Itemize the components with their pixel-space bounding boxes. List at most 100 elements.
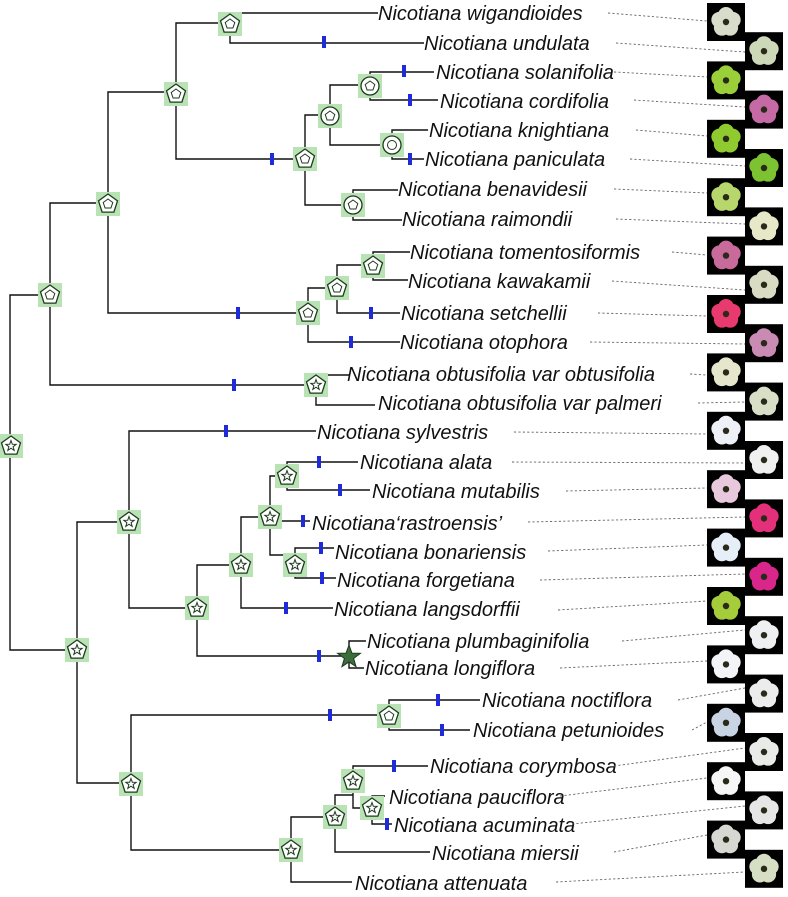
flower-center (722, 661, 730, 668)
branch (107, 91, 176, 203)
flower-thumbnail (745, 324, 783, 363)
branch (76, 521, 129, 650)
circle-icon (340, 192, 366, 218)
change-tick (270, 153, 274, 165)
petal (749, 800, 766, 817)
change-tick (369, 307, 373, 319)
change-tick (320, 572, 324, 584)
leader-line (565, 487, 708, 492)
change-tick (408, 94, 412, 106)
leader-line (607, 12, 708, 22)
branch (9, 294, 50, 445)
leader-line (597, 312, 708, 317)
flower-thumbnail (707, 353, 745, 392)
branch (240, 565, 333, 609)
change-tick (436, 694, 440, 706)
pentagon-icon (322, 804, 348, 830)
petal (711, 829, 728, 846)
flower-center (760, 106, 768, 113)
leader-line (555, 871, 746, 883)
petal (711, 187, 728, 204)
flower-thumbnail (707, 119, 745, 158)
petal (711, 479, 728, 496)
change-ticks (224, 36, 444, 830)
flower-center (760, 573, 768, 580)
leader-lines (511, 12, 746, 883)
pentagon-icon (324, 275, 350, 301)
leader-line (691, 721, 708, 731)
change-tick (322, 36, 326, 48)
taxon-label: Nicotiana wigandioides (378, 3, 583, 25)
branch (128, 430, 316, 522)
branch (128, 522, 197, 609)
petal (749, 157, 766, 174)
flower-thumbnail (745, 557, 783, 596)
pentagon-icon (376, 703, 402, 729)
flower-thumbnail (745, 149, 783, 187)
flower-center (722, 544, 730, 551)
branch (229, 12, 378, 23)
flower-thumbnails (707, 3, 783, 888)
taxon-label: Nicotiana obtusifolia var palmeri (378, 393, 662, 415)
branch (175, 22, 230, 92)
taxon-label: Nicotiana setchellii (401, 303, 567, 325)
change-tick (402, 65, 406, 77)
flower-center (722, 252, 730, 259)
pentagon-icon (282, 552, 308, 578)
branch (307, 313, 400, 343)
change-tick (338, 484, 342, 496)
change-tick (328, 709, 332, 721)
leader-line (589, 341, 746, 345)
branch (196, 608, 349, 657)
petal (749, 683, 766, 700)
pentagon-icon (292, 146, 318, 172)
flower-center (722, 310, 730, 318)
branch (388, 715, 470, 731)
pentagon-icon (184, 595, 210, 621)
flower-thumbnail (707, 61, 745, 100)
leader-line (635, 129, 708, 137)
flower-center (722, 602, 730, 610)
taxon-label: Nicotiana solanifolia (436, 62, 614, 84)
flower-center (760, 456, 768, 464)
taxon-label: Nicotiana‘rastroensis’ (312, 513, 503, 535)
petal (749, 566, 766, 583)
flower-center (722, 369, 730, 376)
flower-center (760, 281, 768, 288)
taxon-labels: Nicotiana wigandioides Nicotiana undulat… (312, 3, 664, 895)
leader-line (559, 777, 708, 797)
pentagon-icon (340, 768, 366, 794)
branch (286, 476, 370, 491)
petal (749, 858, 766, 875)
flower-thumbnail (745, 791, 783, 830)
change-tick (232, 379, 236, 391)
petal (711, 245, 728, 262)
taxon-label: Nicotiana pauciflora (389, 787, 565, 809)
branch (9, 445, 77, 651)
flower-thumbnail (745, 441, 783, 479)
pentagon-icon (163, 81, 189, 107)
branch (130, 783, 291, 851)
flower-center (722, 778, 730, 785)
taxon-label: Nicotiana kawakamii (408, 271, 591, 293)
petal (749, 741, 766, 758)
flower-thumbnail (745, 90, 783, 129)
leader-line (613, 71, 708, 78)
flower-center (722, 194, 730, 201)
flower-thumbnail (745, 733, 783, 771)
taxon-label: Nicotiana bonariensis (335, 542, 526, 564)
leader-line (547, 544, 708, 552)
flower-thumbnail (745, 674, 783, 713)
branch (130, 714, 389, 783)
change-tick (349, 336, 353, 348)
branch (229, 23, 424, 44)
flower-center (760, 340, 768, 347)
branch (304, 159, 353, 206)
flower-center (760, 515, 768, 522)
branch (49, 202, 108, 295)
flower-thumbnail (707, 820, 745, 859)
flower-center (760, 48, 768, 55)
branch (49, 295, 316, 386)
flower-thumbnail (745, 382, 783, 421)
